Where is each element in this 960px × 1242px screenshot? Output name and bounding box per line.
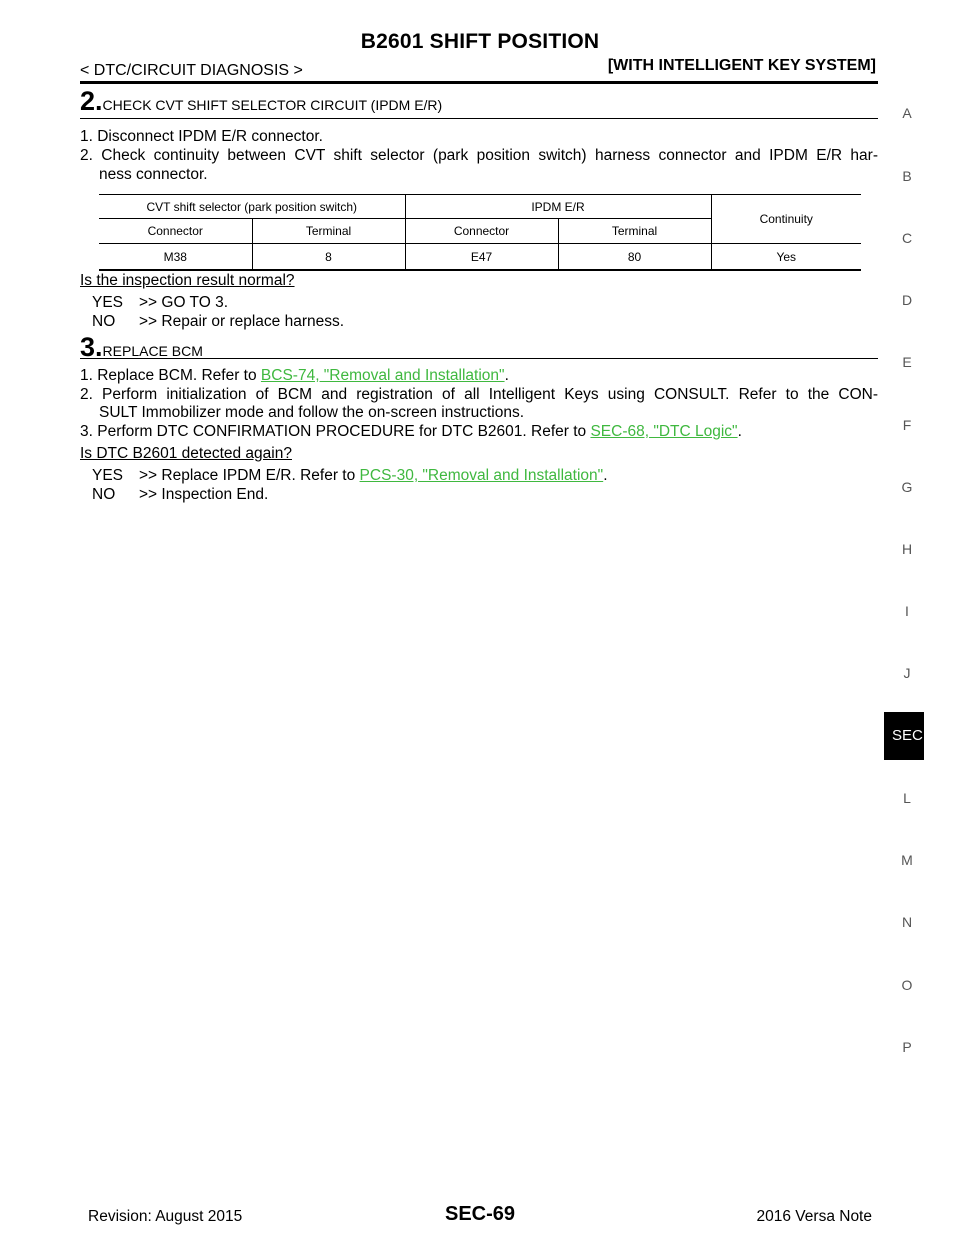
side-index-f[interactable]: F	[902, 417, 912, 433]
step-3-divider	[80, 358, 878, 359]
step-3-item-2-line-1: 2. Perform initialization of BCM and reg…	[80, 386, 878, 403]
side-index-c[interactable]: C	[901, 230, 913, 246]
step-3-item-1-text: 1. Replace BCM. Refer to	[80, 367, 261, 384]
step-2-no-action: >> Repair or replace harness.	[139, 313, 345, 330]
step-2-title: CHECK CVT SHIFT SELECTOR CIRCUIT (IPDM E…	[102, 97, 443, 113]
side-index-a[interactable]: A	[902, 105, 912, 121]
side-index-l[interactable]: L	[903, 790, 911, 806]
side-index-i[interactable]: I	[905, 603, 909, 619]
table-row: M38 8 E47 80 Yes	[99, 243, 861, 271]
vehicle-model: 2016 Versa Note	[756, 1208, 872, 1225]
step-2-yes-action: >> GO TO 3.	[139, 294, 229, 311]
header-terminal-1: Terminal	[252, 218, 406, 244]
step-3-question: Is DTC B2601 detected again?	[80, 445, 292, 462]
side-index-j[interactable]: J	[903, 665, 911, 681]
side-index-p[interactable]: P	[902, 1039, 912, 1055]
step-3-yes-action-text: >> Replace IPDM E/R. Refer to	[139, 467, 360, 484]
step-2-no-label: NO	[92, 313, 116, 330]
step-2-question: Is the inspection result normal?	[80, 272, 295, 289]
side-index-n[interactable]: N	[901, 914, 913, 930]
page-number: SEC-69	[444, 1203, 516, 1225]
bcs-74-link[interactable]: BCS-74, "Removal and Installation"	[260, 367, 505, 384]
step-3-no-label: NO	[92, 486, 116, 503]
side-index-h[interactable]: H	[901, 541, 913, 557]
step-3-item-3-period: .	[737, 423, 742, 440]
step-2-heading: 2.CHECK CVT SHIFT SELECTOR CIRCUIT (IPDM…	[80, 86, 442, 117]
cell-connector-1: M38	[99, 243, 253, 271]
section-label: < DTC/CIRCUIT DIAGNOSIS >	[80, 62, 303, 79]
cell-continuity: Yes	[711, 243, 861, 271]
side-index-active-tab[interactable]: SEC	[884, 712, 924, 760]
step-2-item-2-line-1: 2. Check continuity between CVT shift se…	[80, 147, 878, 164]
step-2-divider	[80, 118, 878, 119]
side-index-e[interactable]: E	[902, 354, 912, 370]
step-3-item-1-period: .	[504, 367, 509, 384]
side-index-b[interactable]: B	[902, 168, 912, 184]
pcs-30-link[interactable]: PCS-30, "Removal and Installation"	[359, 467, 604, 484]
step-3-item-3: 3. Perform DTC CONFIRMATION PROCEDURE fo…	[80, 422, 742, 441]
step-2-item-2-line-2: ness connector.	[99, 166, 208, 183]
step-3-item-1: 1. Replace BCM. Refer to BCS-74, "Remova…	[80, 366, 509, 385]
revision-date: Revision: August 2015	[88, 1208, 243, 1225]
side-index-o[interactable]: O	[901, 977, 913, 993]
cell-terminal-1: 8	[252, 243, 406, 271]
step-3-heading: 3.REPLACE BCM	[80, 332, 203, 363]
step-2-yes-label: YES	[92, 294, 124, 311]
step-2-item-1: 1. Disconnect IPDM E/R connector.	[80, 128, 323, 145]
continuity-table: CVT shift selector (park position switch…	[99, 194, 861, 271]
sec-68-link[interactable]: SEC-68, "DTC Logic"	[590, 423, 738, 440]
step-3-yes-action: >> Replace IPDM E/R. Refer to PCS-30, "R…	[139, 466, 608, 485]
page-title: B2601 SHIFT POSITION	[360, 30, 600, 53]
step-3-yes-label: YES	[92, 467, 124, 484]
header-connector-1: Connector	[99, 218, 253, 244]
header-continuity: Continuity	[711, 194, 861, 244]
step-3-no-action: >> Inspection End.	[139, 486, 269, 503]
step-2-number: 2.	[80, 86, 103, 116]
cell-terminal-2: 80	[558, 243, 712, 271]
cell-connector-2: E47	[405, 243, 559, 271]
header-divider	[80, 81, 878, 84]
step-3-yes-action-period: .	[603, 467, 608, 484]
step-3-item-2-line-2: SULT Immobilizer mode and follow the on-…	[99, 404, 525, 421]
step-3-title: REPLACE BCM	[102, 343, 203, 359]
side-index-d[interactable]: D	[901, 292, 913, 308]
header-terminal-2: Terminal	[558, 218, 712, 244]
header-connector-2: Connector	[405, 218, 559, 244]
header-ipdm-er: IPDM E/R	[405, 194, 712, 219]
system-label: [WITH INTELLIGENT KEY SYSTEM]	[607, 57, 876, 74]
step-3-number: 3.	[80, 332, 103, 362]
step-3-item-3-text: 3. Perform DTC CONFIRMATION PROCEDURE fo…	[80, 423, 591, 440]
header-cvt-shift-selector: CVT shift selector (park position switch…	[99, 194, 406, 219]
side-index-g[interactable]: G	[901, 479, 913, 495]
side-index-m[interactable]: M	[901, 852, 913, 868]
